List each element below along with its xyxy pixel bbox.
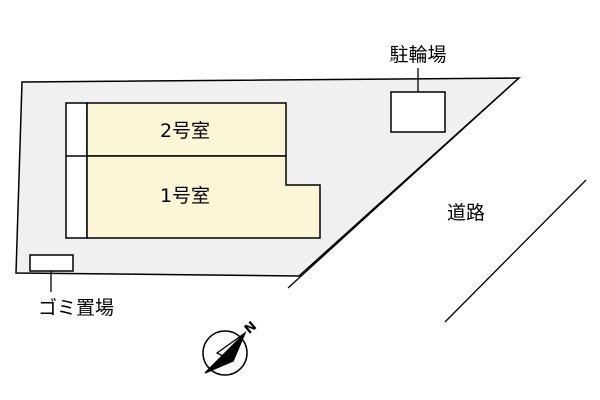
- road-label: 道路: [447, 202, 485, 224]
- bicycle-parking-box: [390, 91, 446, 133]
- room-1-label: 1号室: [160, 185, 210, 207]
- garbage-area-box: [29, 254, 74, 272]
- bicycle-parking-label: 駐輪場: [389, 44, 446, 66]
- garbage-area-label: ゴミ置場: [38, 297, 114, 319]
- room-1: [86, 155, 321, 239]
- room-2-label: 2号室: [160, 120, 210, 142]
- room-2: [86, 102, 287, 157]
- corridor-strip: [65, 102, 88, 239]
- road-edge-upper: [287, 77, 520, 289]
- road-edge-lower: [444, 179, 587, 323]
- north-compass-icon: N: [202, 319, 260, 376]
